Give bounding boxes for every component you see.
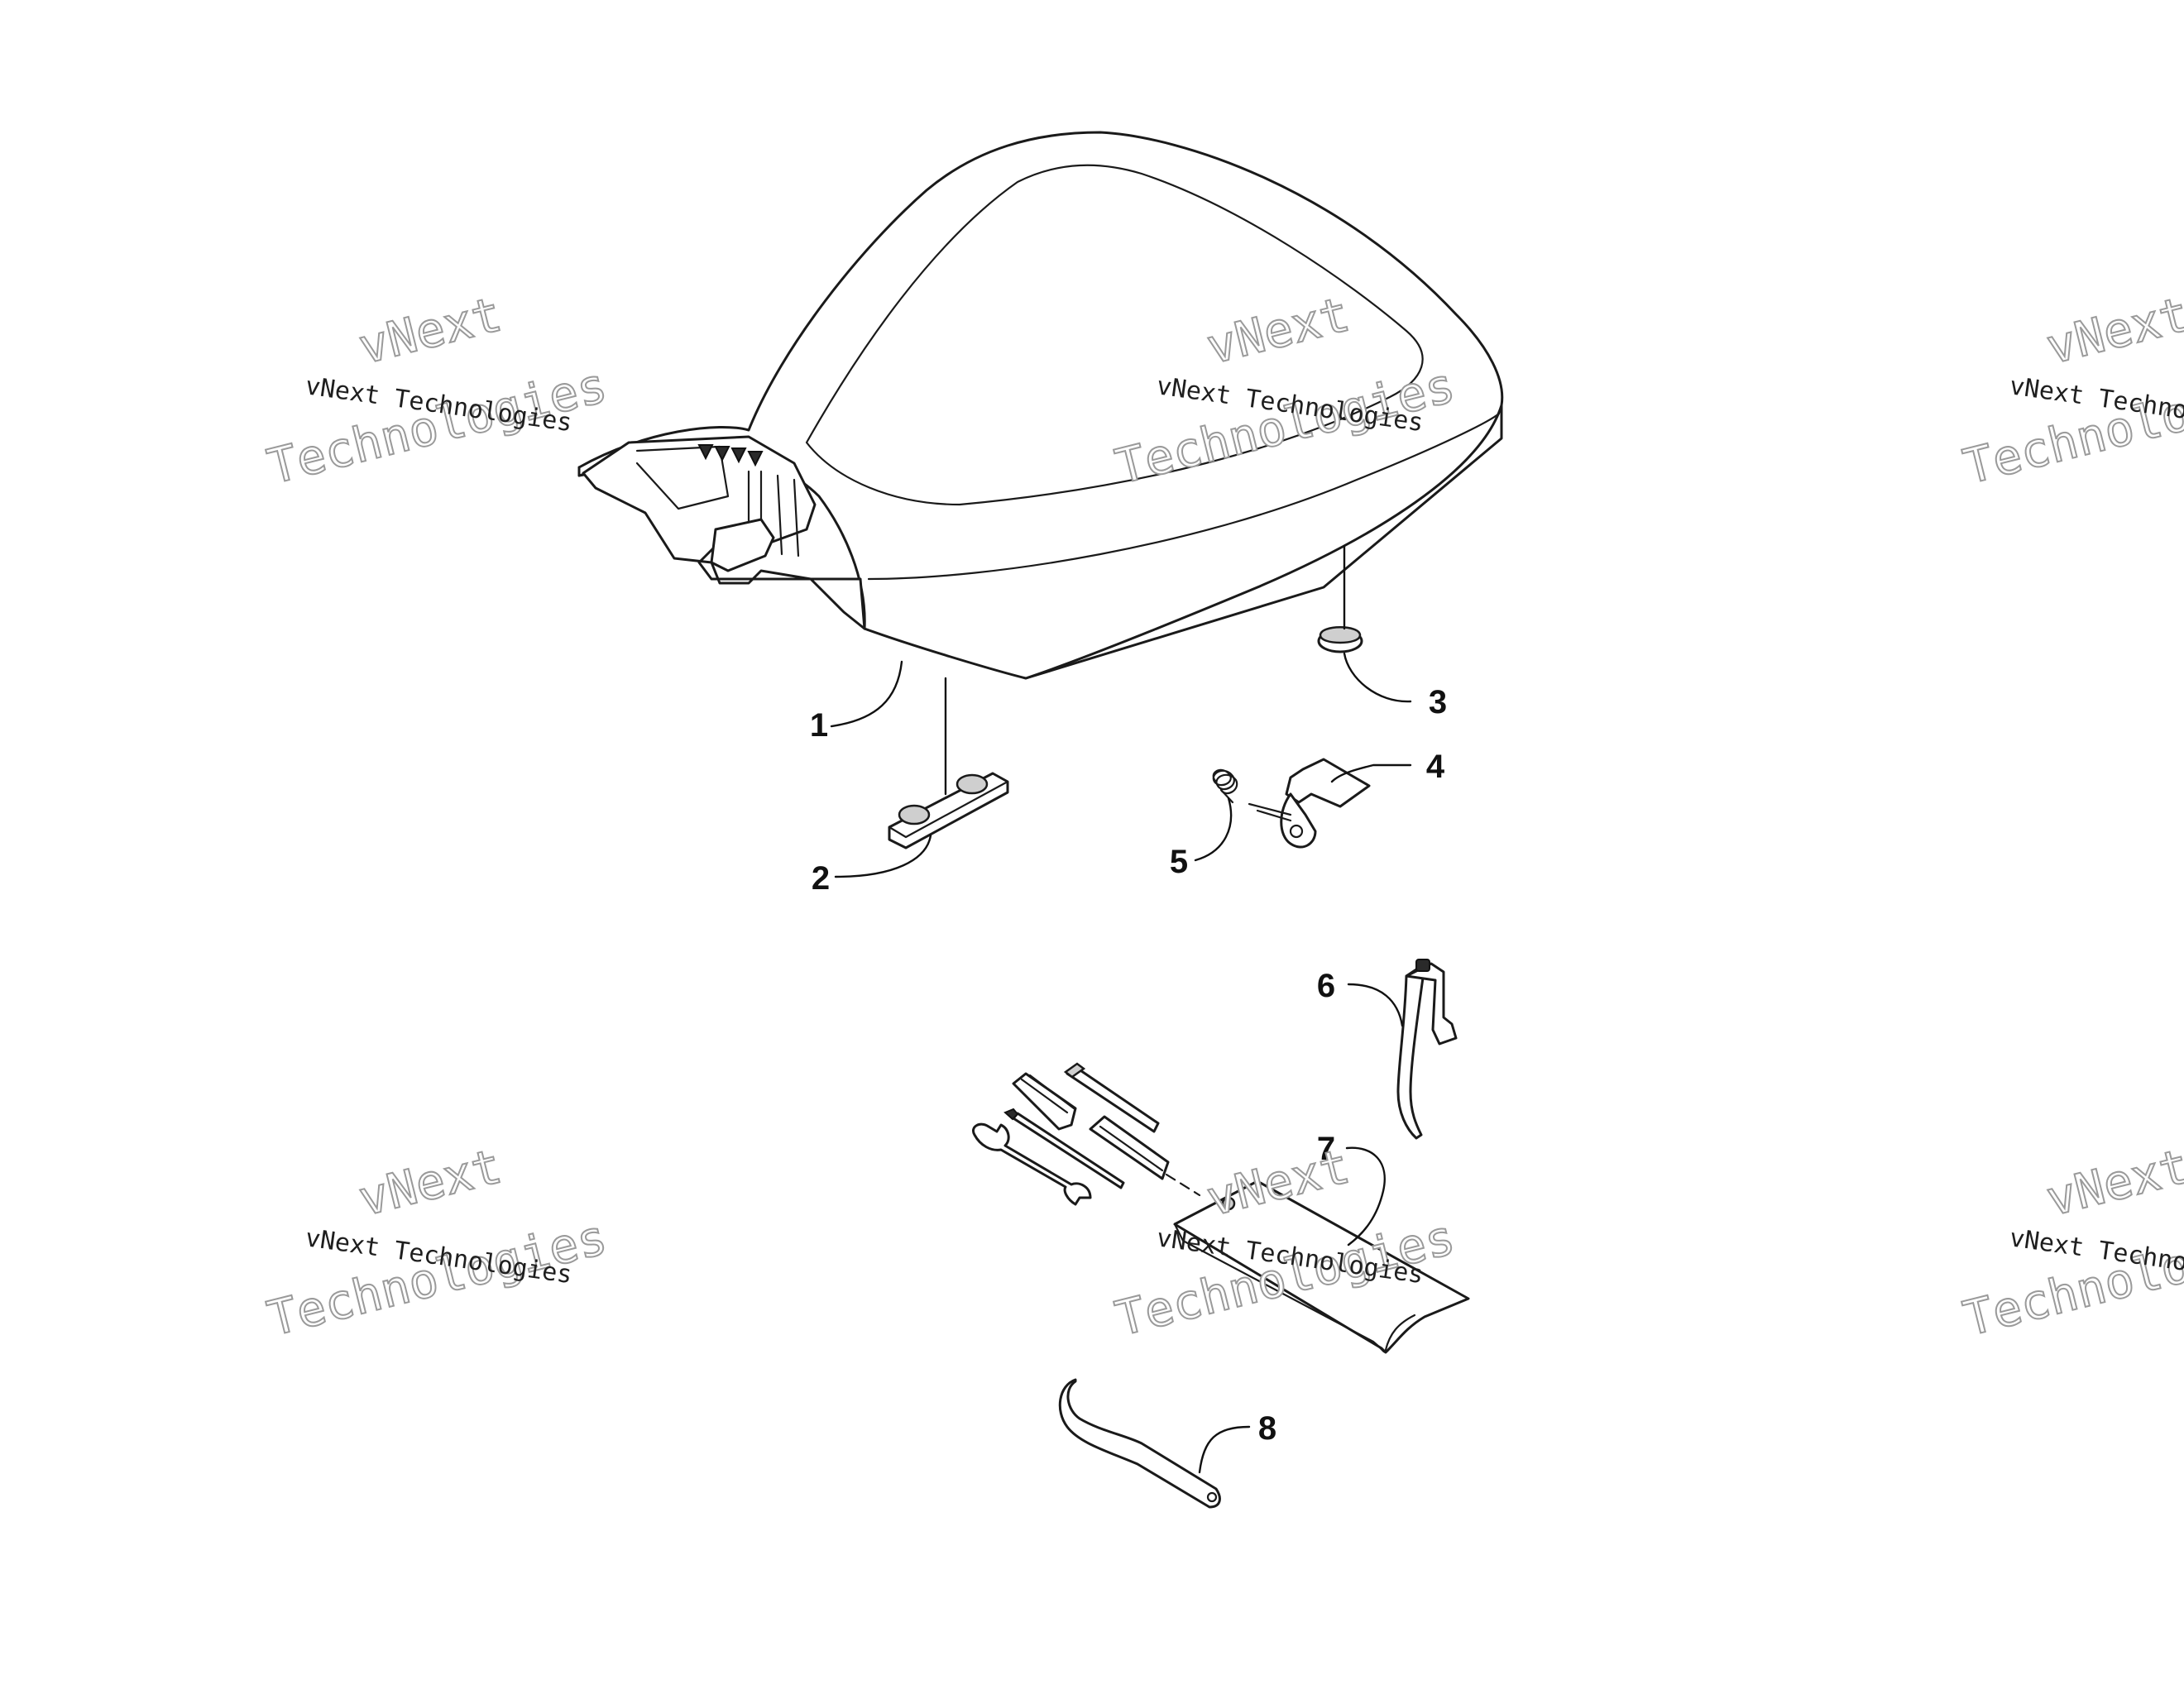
- latch-pin-2: [1256, 809, 1292, 822]
- callout-1: 1: [810, 707, 828, 744]
- latch-hook: [1280, 792, 1317, 849]
- spring-arm: [1219, 788, 1234, 804]
- leader-8: [1198, 1425, 1251, 1474]
- latch-pivot: [1289, 824, 1304, 839]
- seat-cushion: [577, 131, 1504, 680]
- grommet-cap: [1319, 626, 1362, 644]
- wm-vnext: vNext: [2041, 285, 2184, 375]
- latch-part[interactable]: [1248, 758, 1371, 849]
- leader-lines: [830, 544, 1412, 1474]
- grommet-part[interactable]: [1317, 626, 1363, 653]
- callout-6: 6: [1317, 968, 1335, 1004]
- callout-5: 5: [1170, 844, 1188, 880]
- tool-dash-leader: [1165, 1173, 1201, 1197]
- wm-vnext: vNext: [353, 285, 507, 375]
- wm-technologies: Technologies: [1958, 1208, 2184, 1347]
- spring-part[interactable]: [1212, 768, 1238, 804]
- watermark-bottom-right: vNext Technologies vNext Technologies: [1957, 1137, 2184, 1347]
- leader-2: [834, 834, 932, 878]
- bumper-left: [898, 804, 931, 825]
- leader-4: [1330, 763, 1412, 783]
- seat-latch-tab: [710, 518, 775, 572]
- callout-4: 4: [1426, 749, 1445, 785]
- watermark-bottom-left: vNext Technologies vNext Technologies: [261, 1137, 613, 1347]
- leader-5: [1194, 797, 1233, 862]
- spanner-wrench-part[interactable]: [1058, 1378, 1221, 1509]
- strap-nut: [1415, 959, 1430, 972]
- callout-2: 2: [812, 860, 830, 897]
- bumper-plate-part[interactable]: [888, 772, 1009, 849]
- screwdriver-handle: [1012, 1072, 1077, 1131]
- strap-body: [1396, 968, 1425, 1140]
- watermark-top-left: vNext Technologies vNext Technologies: [261, 285, 613, 495]
- callout-3: 3: [1429, 684, 1447, 720]
- watermark-top-right: vNext Technologies vNext Technologies: [1957, 285, 2184, 495]
- tool-bag-snap: [1221, 1196, 1236, 1211]
- leader-3: [1343, 652, 1412, 703]
- leader-6: [1347, 983, 1404, 1027]
- wm-vnext: vNext: [2041, 1137, 2184, 1227]
- wm-vnext: vNext: [353, 1137, 507, 1227]
- strap-part[interactable]: [1396, 959, 1458, 1140]
- wm-technologies: Technologies: [1958, 357, 2184, 495]
- callout-numbers: 1 2 3 4 5 6 7 8: [810, 684, 1447, 1447]
- bumper-right: [956, 773, 989, 795]
- callout-7: 7: [1317, 1131, 1335, 1167]
- seat-top-panel: [805, 164, 1424, 506]
- tool-bag-flap: [1173, 1223, 1387, 1354]
- seat-bracket-recess: [635, 445, 730, 510]
- spanner-wrench: [1058, 1378, 1221, 1509]
- bumper-plate-edge: [888, 780, 1009, 839]
- leader-7: [1345, 1146, 1386, 1247]
- callout-8: 8: [1258, 1410, 1276, 1447]
- tool-bag-part[interactable]: [1173, 1180, 1470, 1354]
- seat-part[interactable]: [577, 131, 1504, 680]
- latch-plate: [1285, 758, 1371, 808]
- leader-1: [830, 660, 903, 728]
- open-end-wrench: [972, 1122, 1092, 1206]
- spanner-hole: [1206, 1491, 1218, 1503]
- tool-bag-fold: [1384, 1314, 1416, 1352]
- latch-pin: [1248, 802, 1292, 816]
- strap-clip: [1405, 962, 1458, 1046]
- tool-kit-tools[interactable]: [972, 1062, 1201, 1206]
- spring-coil: [1212, 768, 1238, 795]
- seat-side-seam: [867, 412, 1501, 581]
